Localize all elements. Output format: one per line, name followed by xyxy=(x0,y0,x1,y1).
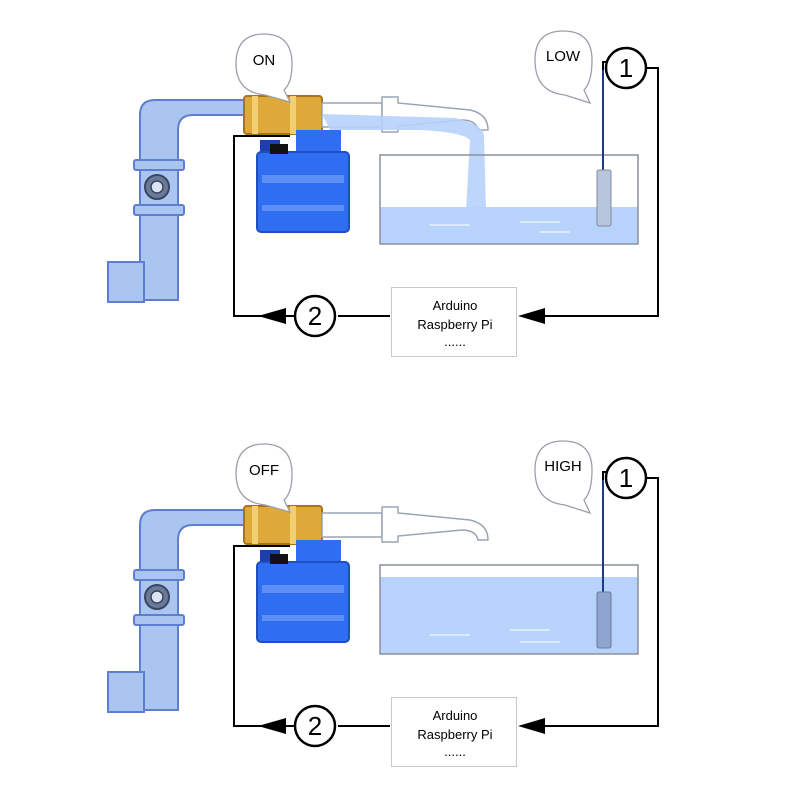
brass-valve xyxy=(243,505,323,545)
level-bubble xyxy=(534,30,593,105)
controller-line-1: Arduino xyxy=(432,298,478,313)
marker-2-circle xyxy=(293,704,337,748)
flow-meter-icon xyxy=(144,174,170,200)
controller-line-2: Raspberry Pi xyxy=(417,727,493,742)
marker-1-label: 1 xyxy=(618,53,634,83)
level-label: LOW xyxy=(545,48,581,65)
valve-actuator xyxy=(256,540,350,643)
controller-line-2: Raspberry Pi xyxy=(417,317,493,332)
diagram-on xyxy=(107,30,659,338)
flow-meter-icon xyxy=(144,584,170,610)
controller-box: Arduino Raspberry Pi ...... xyxy=(391,287,517,357)
marker-1-label: 1 xyxy=(618,463,634,493)
marker-2-circle xyxy=(293,294,337,338)
marker-1-circle xyxy=(604,456,648,500)
supply-pipe xyxy=(107,99,246,303)
state-bubble xyxy=(235,443,293,514)
marker-2-label: 2 xyxy=(307,711,323,741)
level-sensor-icon xyxy=(596,70,612,227)
marker-1-circle xyxy=(604,46,648,90)
state-label: OFF xyxy=(249,462,279,479)
diagram-off xyxy=(107,440,659,748)
arrow-to-controller xyxy=(518,308,545,324)
arrow-to-controller xyxy=(518,718,545,734)
state-bubble xyxy=(235,33,293,104)
faucet xyxy=(321,506,489,543)
arrow-to-valve xyxy=(258,718,286,734)
water-tank xyxy=(379,154,639,245)
level-sensor-icon xyxy=(596,480,612,649)
level-bubble xyxy=(534,440,593,515)
supply-pipe xyxy=(107,509,246,713)
water-stream xyxy=(322,114,486,210)
arrow-to-valve xyxy=(258,308,286,324)
panel-valve-off: OFF HIGH 1 2 Arduino Raspberry Pi ...... xyxy=(0,410,800,810)
state-label: ON xyxy=(252,52,276,69)
water-tank xyxy=(379,564,639,655)
controller-box: Arduino Raspberry Pi ...... xyxy=(391,697,517,767)
brass-valve xyxy=(243,95,323,135)
controller-line-1: Arduino xyxy=(432,708,478,723)
valve-actuator xyxy=(256,130,350,233)
controller-line-3: ...... xyxy=(444,744,466,759)
panel-valve-on: ON LOW 1 2 Arduino Raspberry Pi ...... xyxy=(0,0,800,400)
level-label: HIGH xyxy=(544,458,582,475)
marker-2-label: 2 xyxy=(307,301,323,331)
controller-line-3: ...... xyxy=(444,334,466,349)
